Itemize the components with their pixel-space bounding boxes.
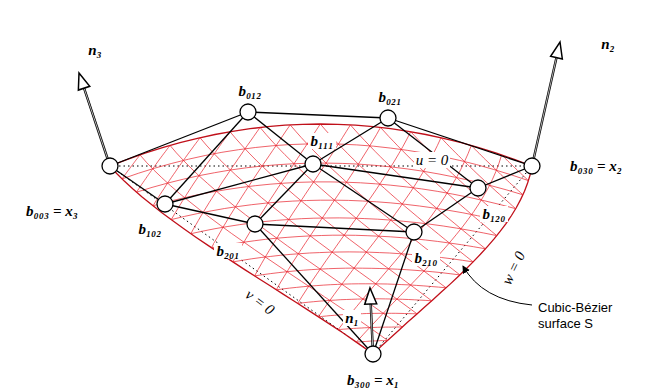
mesh-line <box>137 163 523 195</box>
control-point <box>157 196 173 212</box>
mesh-line <box>381 127 497 235</box>
net-line <box>110 166 165 204</box>
normal-head <box>365 288 377 304</box>
net-line <box>373 232 414 354</box>
control-point <box>406 224 422 240</box>
normal-head <box>551 42 563 59</box>
math-label: v = 0 <box>241 285 280 320</box>
mesh-line <box>212 235 486 249</box>
mesh-line <box>298 132 411 304</box>
math-label: b₀₁₂ <box>236 83 263 100</box>
net-line <box>478 166 532 188</box>
math-label: b₁₁₁ <box>308 133 335 150</box>
net-line <box>165 204 255 224</box>
mesh-line <box>338 327 402 330</box>
net-line <box>414 188 478 232</box>
control-point <box>365 346 381 362</box>
control-point <box>102 158 118 174</box>
control-point <box>470 180 486 196</box>
net-line <box>388 118 532 166</box>
net-line <box>255 224 373 354</box>
control-net <box>110 112 532 354</box>
math-label: b₀₀₃ = x₃ <box>24 203 80 220</box>
math-label: b₁₂₀ <box>480 206 507 223</box>
net-line <box>313 164 478 188</box>
math-label: n₂ <box>599 36 617 53</box>
control-point <box>240 104 256 120</box>
mesh-line <box>276 284 446 290</box>
math-label: b₁₀₂ <box>136 221 163 238</box>
net-line <box>255 224 414 232</box>
math-label: u = 0 <box>414 152 451 169</box>
mesh-line <box>411 132 507 223</box>
normal-shaft-inner <box>83 84 110 166</box>
mesh-line <box>171 132 230 220</box>
mesh-line <box>171 200 507 222</box>
normal-vectors <box>78 42 562 354</box>
normal-head <box>78 73 89 90</box>
net-line <box>165 112 248 204</box>
mesh-line <box>153 138 200 206</box>
net-line <box>110 112 248 166</box>
math-label: b₂₀₁ <box>214 243 241 260</box>
math-label: b₀₃₀ = x₂ <box>568 158 624 175</box>
math-label: b₂₁₀ <box>412 250 439 267</box>
mesh-line <box>212 125 291 248</box>
mesh-line <box>137 145 171 192</box>
control-points <box>102 104 540 362</box>
normal-shaft <box>532 54 557 166</box>
math-label: n₁ <box>343 310 361 327</box>
net-line <box>248 112 313 164</box>
net-line <box>313 164 414 232</box>
math-label: w = 0 <box>498 247 530 289</box>
net-line <box>388 118 478 188</box>
normal-shaft <box>83 84 110 166</box>
net-line <box>255 164 313 224</box>
mesh-line <box>318 313 417 317</box>
control-point <box>380 110 396 126</box>
control-point <box>247 216 263 232</box>
control-point <box>524 158 540 174</box>
math-label: b₃₀₀ = x₁ <box>345 372 401 389</box>
control-point <box>305 156 321 172</box>
mesh-line <box>122 155 140 179</box>
mesh-line <box>110 166 373 354</box>
net-line <box>165 164 313 204</box>
callout-text: Cubic-Bézier surface S <box>536 300 640 331</box>
net-line <box>248 112 388 118</box>
math-label: b₀₂₁ <box>376 89 403 106</box>
leader-line <box>463 266 532 305</box>
math-label: n₃ <box>86 42 104 59</box>
mesh-line <box>255 268 460 276</box>
normal-shaft-inner <box>532 54 557 166</box>
mesh-line <box>230 132 432 301</box>
